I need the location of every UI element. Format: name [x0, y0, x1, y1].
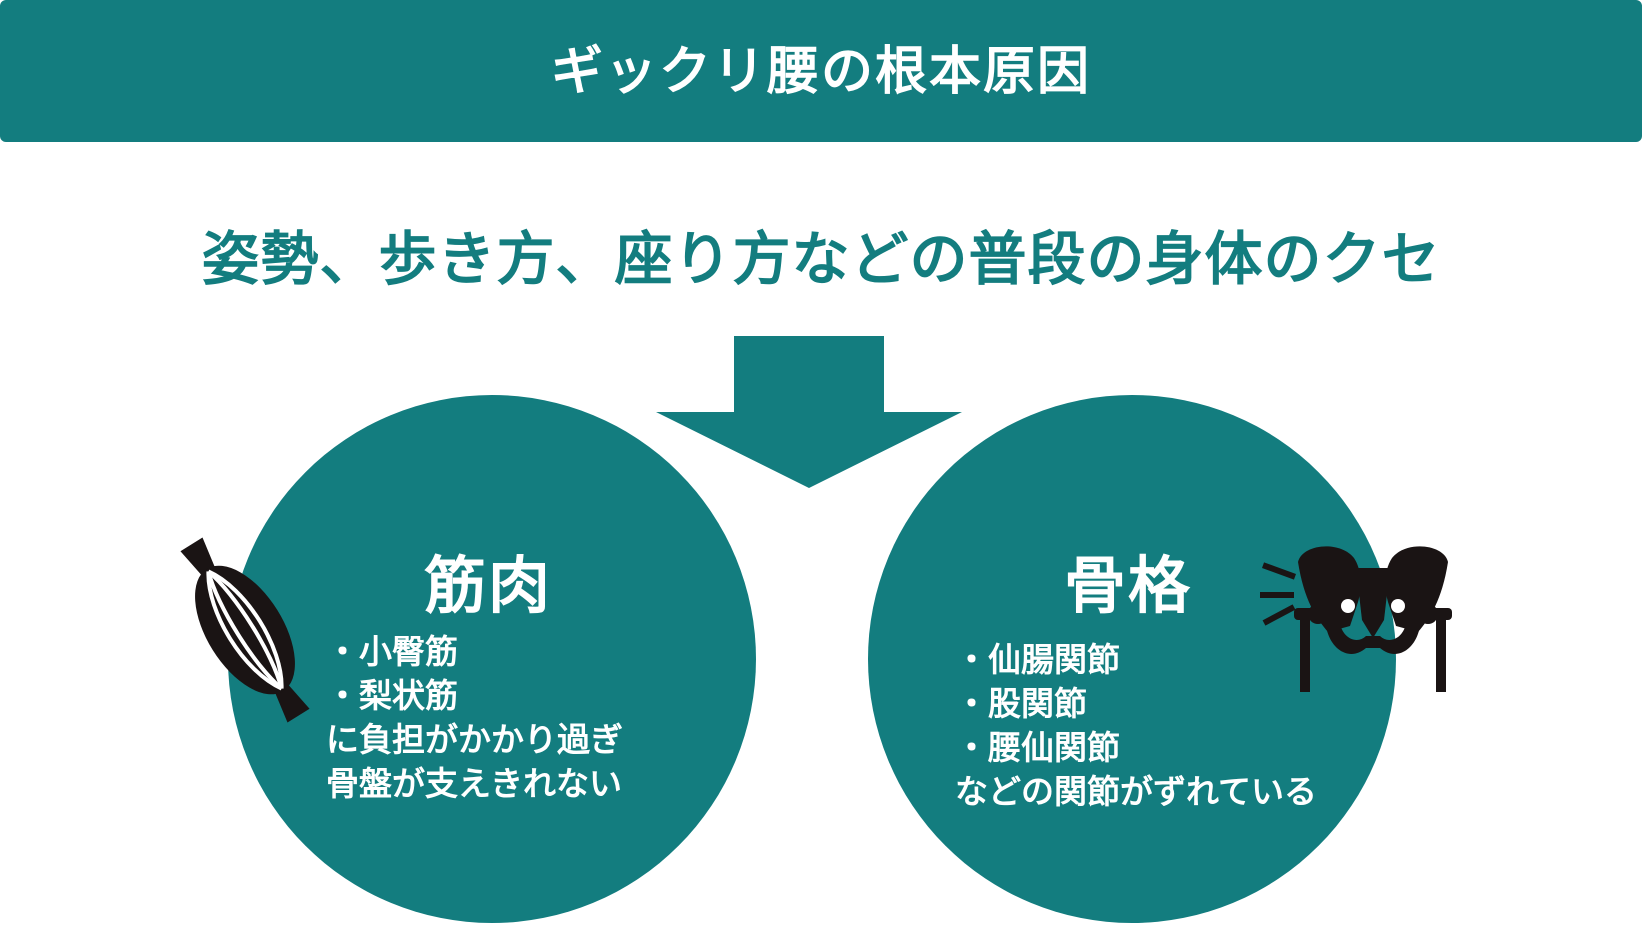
skeleton-title: 骨格: [1064, 549, 1193, 622]
skeleton-line: ・仙腸関節: [955, 640, 1120, 679]
skeleton-line: ・腰仙関節: [955, 728, 1120, 767]
muscle-description: ・小臀筋 ・梨状筋 に負担がかかり過ぎ 骨盤が支えきれない: [326, 630, 623, 806]
skeleton-line: などの関節がずれている: [955, 772, 1318, 811]
subtitle: 姿勢、歩き方、座り方などの普段の身体のクセ: [201, 225, 1441, 293]
muscle-line: ・小臀筋: [326, 632, 458, 671]
muscle-title: 筋肉: [424, 549, 553, 622]
header-title: ギックリ腰の根本原因: [550, 41, 1091, 102]
muscle-line: ・梨状筋: [326, 676, 458, 715]
pelvis-icon: [1260, 546, 1452, 692]
muscle-line: 骨盤が支えきれない: [326, 764, 623, 803]
skeleton-line: ・股関節: [955, 684, 1087, 723]
down-arrow-icon: [656, 336, 962, 488]
skeleton-description: ・仙腸関節 ・股関節 ・腰仙関節 などの関節がずれている: [955, 638, 1317, 814]
muscle-line: に負担がかかり過ぎ: [326, 720, 623, 759]
muscle-icon: [180, 537, 310, 723]
header-bar: ギックリ腰の根本原因: [0, 0, 1642, 142]
muscle-circle: 筋肉 ・小臀筋 ・梨状筋 に負担がかかり過ぎ 骨盤が支えきれない: [228, 395, 756, 923]
